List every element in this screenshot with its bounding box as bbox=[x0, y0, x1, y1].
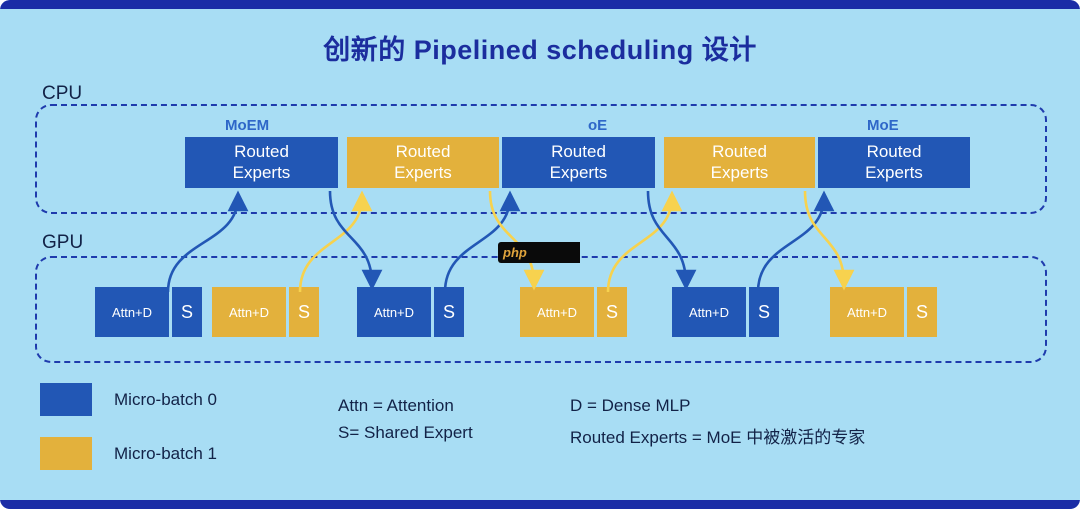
shared-expert-label: S bbox=[605, 301, 618, 322]
routed-experts-label: Routed Experts bbox=[232, 142, 291, 182]
shared-expert-box: S bbox=[597, 287, 627, 337]
top-border-bar bbox=[0, 0, 1080, 9]
php-watermark-text: php bbox=[503, 245, 527, 260]
cpu-sublabel-moem: MoEM bbox=[225, 117, 270, 134]
attn-dense-label: Attn+D bbox=[228, 304, 270, 320]
micro-batch-1-swatch bbox=[40, 437, 92, 470]
routed-experts-box-1: Routed Experts bbox=[347, 137, 499, 188]
shared-expert-box: S bbox=[749, 287, 779, 337]
attn-dense-box: Attn+D bbox=[830, 287, 904, 337]
definition-shared-expert: S= Shared Expert bbox=[338, 423, 473, 442]
gpu-lane-label: GPU bbox=[42, 232, 84, 253]
attn-dense-label: Attn+D bbox=[373, 304, 415, 320]
cpu-lane-frame bbox=[35, 104, 1047, 214]
shared-expert-box: S bbox=[434, 287, 464, 337]
gpu-group-4: Attn+D S bbox=[672, 287, 779, 337]
gpu-group-5: Attn+D S bbox=[830, 287, 937, 337]
attn-dense-box: Attn+D bbox=[520, 287, 594, 337]
shared-expert-label: S bbox=[757, 301, 770, 322]
attn-dense-label: Attn+D bbox=[536, 304, 578, 320]
attn-dense-label: Attn+D bbox=[846, 304, 888, 320]
shared-expert-label: S bbox=[915, 301, 928, 322]
php-watermark: php bbox=[498, 242, 580, 263]
shared-expert-box: S bbox=[172, 287, 202, 337]
definition-attn: Attn = Attention bbox=[338, 396, 454, 415]
gpu-group-0: Attn+D S bbox=[95, 287, 202, 337]
routed-experts-box-2: Routed Experts bbox=[502, 137, 655, 188]
attn-dense-box: Attn+D bbox=[357, 287, 431, 337]
attn-dense-box: Attn+D bbox=[95, 287, 169, 337]
shared-expert-box: S bbox=[289, 287, 319, 337]
routed-experts-box-3: Routed Experts bbox=[664, 137, 815, 188]
definition-dense-mlp: D = Dense MLP bbox=[570, 396, 691, 415]
routed-experts-label: Routed Experts bbox=[549, 142, 608, 182]
shared-expert-label: S bbox=[442, 301, 455, 322]
bottom-border-bar bbox=[0, 500, 1080, 509]
routed-experts-label: Routed Experts bbox=[394, 142, 452, 182]
gpu-group-2: Attn+D S bbox=[357, 287, 464, 337]
micro-batch-0-swatch bbox=[40, 383, 92, 416]
cpu-sublabel-moe: MoE bbox=[867, 117, 899, 134]
attn-dense-box: Attn+D bbox=[212, 287, 286, 337]
attn-dense-box: Attn+D bbox=[672, 287, 746, 337]
attn-dense-label: Attn+D bbox=[688, 304, 730, 320]
routed-experts-box-4: Routed Experts bbox=[818, 137, 970, 188]
routed-experts-label: Routed Experts bbox=[865, 142, 923, 182]
page-title: 创新的 Pipelined scheduling 设计 bbox=[323, 35, 757, 65]
cpu-sublabel-oe: oE bbox=[588, 117, 608, 134]
routed-experts-label: Routed Experts bbox=[710, 142, 769, 182]
micro-batch-1-label: Micro-batch 1 bbox=[114, 443, 217, 463]
cpu-lane-label: CPU bbox=[42, 83, 83, 104]
shared-expert-box: S bbox=[907, 287, 937, 337]
routed-experts-box-0: Routed Experts bbox=[185, 137, 338, 188]
gpu-group-1: Attn+D S bbox=[212, 287, 319, 337]
micro-batch-0-label: Micro-batch 0 bbox=[114, 389, 217, 409]
legend-item-micro-batch-0: Micro-batch 0 bbox=[40, 383, 217, 416]
attn-dense-label: Attn+D bbox=[111, 304, 153, 320]
gpu-group-3: Attn+D S bbox=[520, 287, 627, 337]
legend-item-micro-batch-1: Micro-batch 1 bbox=[40, 437, 217, 470]
shared-expert-label: S bbox=[180, 301, 193, 322]
shared-expert-label: S bbox=[297, 301, 310, 322]
definition-routed-experts: Routed Experts = MoE 中被激活的专家 bbox=[570, 428, 866, 447]
